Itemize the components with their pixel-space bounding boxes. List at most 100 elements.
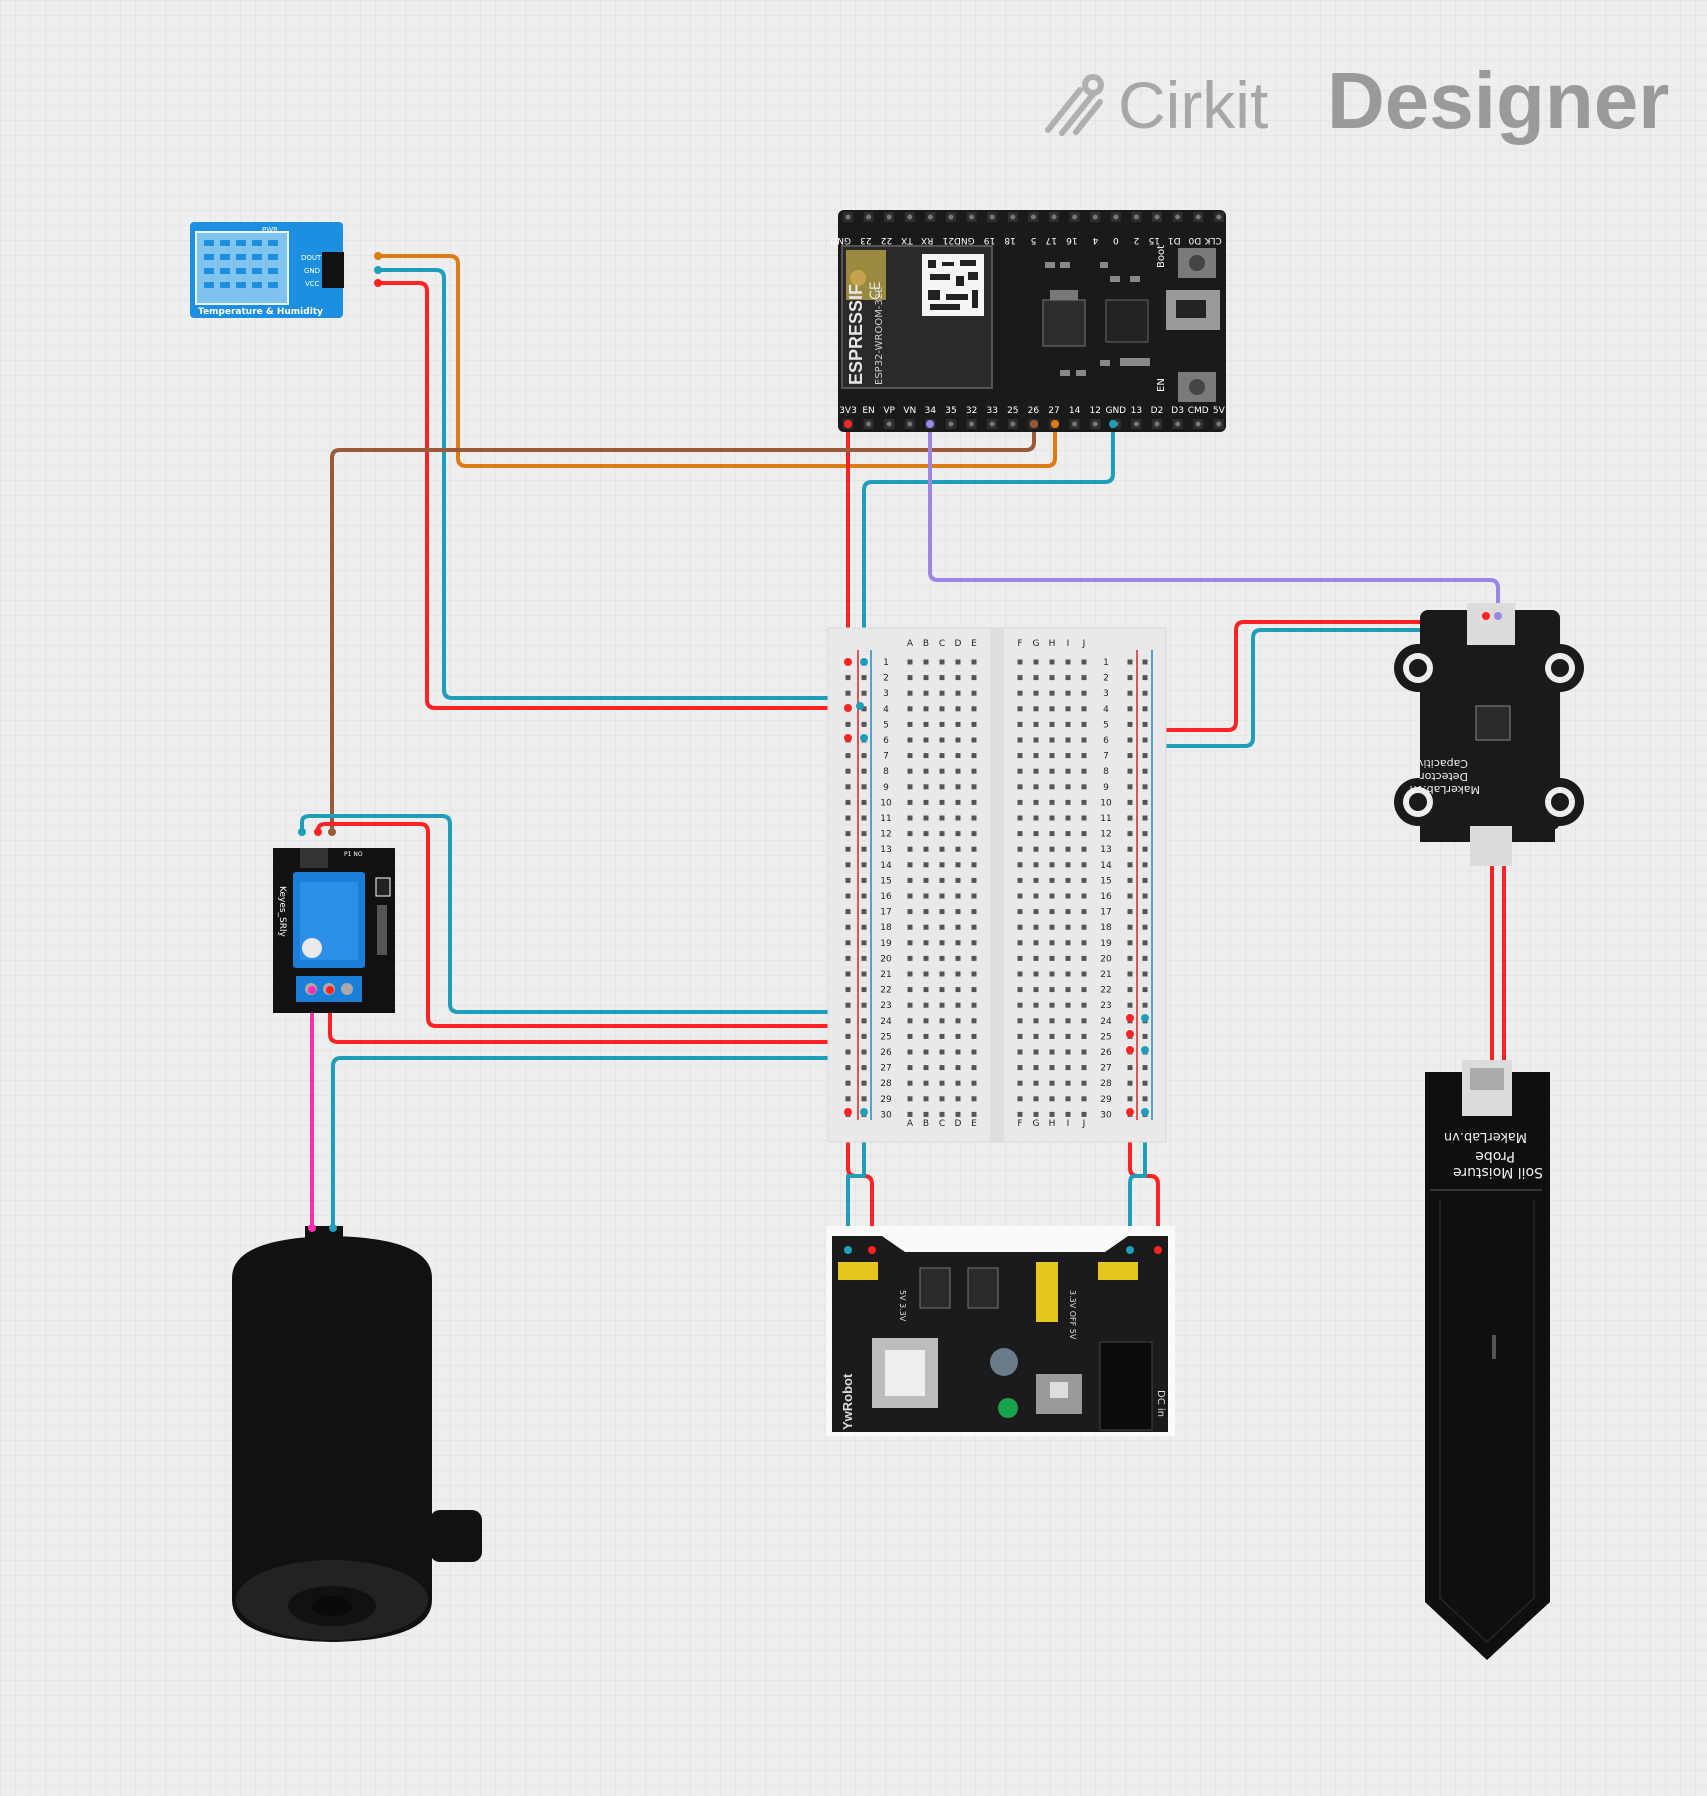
breadboard-hole[interactable] xyxy=(1081,737,1087,743)
breadboard-hole[interactable] xyxy=(955,1111,961,1117)
breadboard-hole[interactable] xyxy=(845,690,851,696)
breadboard-hole[interactable] xyxy=(1142,815,1148,821)
breadboard-hole[interactable] xyxy=(923,706,929,712)
breadboard-hole[interactable] xyxy=(923,1111,929,1117)
breadboard-hole[interactable] xyxy=(923,831,929,837)
breadboard-hole[interactable] xyxy=(1127,909,1133,915)
breadboard-hole[interactable] xyxy=(1033,940,1039,946)
breadboard-hole[interactable] xyxy=(923,737,929,743)
breadboard-hole[interactable] xyxy=(971,675,977,681)
breadboard-hole[interactable] xyxy=(1017,768,1023,774)
breadboard-hole[interactable] xyxy=(971,893,977,899)
breadboard-hole[interactable] xyxy=(1049,955,1055,961)
breadboard-hole[interactable] xyxy=(1033,1049,1039,1055)
breadboard-hole[interactable] xyxy=(955,737,961,743)
breadboard-hole[interactable] xyxy=(923,1096,929,1102)
breadboard-hole[interactable] xyxy=(939,1018,945,1024)
breadboard-hole[interactable] xyxy=(907,815,913,821)
breadboard-hole[interactable] xyxy=(1142,893,1148,899)
breadboard-hole[interactable] xyxy=(971,846,977,852)
wire-psu-left-blue[interactable] xyxy=(846,1110,866,1252)
breadboard-hole[interactable] xyxy=(861,924,867,930)
breadboard-hole[interactable] xyxy=(1127,893,1133,899)
breadboard-hole[interactable] xyxy=(1065,971,1071,977)
breadboard-hole[interactable] xyxy=(1127,799,1133,805)
breadboard-hole[interactable] xyxy=(1127,877,1133,883)
breadboard-hole[interactable] xyxy=(1033,737,1039,743)
breadboard-hole[interactable] xyxy=(939,846,945,852)
breadboard-hole[interactable] xyxy=(1049,659,1055,665)
breadboard-hole[interactable] xyxy=(1017,1111,1023,1117)
breadboard-hole[interactable] xyxy=(1033,924,1039,930)
breadboard-hole[interactable] xyxy=(955,955,961,961)
breadboard-hole[interactable] xyxy=(861,799,867,805)
breadboard-hole[interactable] xyxy=(907,706,913,712)
breadboard-hole[interactable] xyxy=(907,737,913,743)
breadboard-hole[interactable] xyxy=(861,1096,867,1102)
breadboard-hole[interactable] xyxy=(1049,831,1055,837)
breadboard-hole[interactable] xyxy=(939,768,945,774)
breadboard-hole[interactable] xyxy=(845,784,851,790)
breadboard-hole[interactable] xyxy=(1065,721,1071,727)
breadboard-hole[interactable] xyxy=(1081,1033,1087,1039)
breadboard-hole[interactable] xyxy=(1033,1096,1039,1102)
breadboard-hole[interactable] xyxy=(971,924,977,930)
breadboard-hole[interactable] xyxy=(1049,1080,1055,1086)
breadboard-hole[interactable] xyxy=(939,1096,945,1102)
breadboard-hole[interactable] xyxy=(1049,753,1055,759)
breadboard-hole[interactable] xyxy=(1127,940,1133,946)
breadboard-hole[interactable] xyxy=(907,909,913,915)
breadboard-hole[interactable] xyxy=(1049,675,1055,681)
breadboard-hole[interactable] xyxy=(907,831,913,837)
breadboard-hole[interactable] xyxy=(845,1002,851,1008)
breadboard-hole[interactable] xyxy=(955,1018,961,1024)
breadboard-hole[interactable] xyxy=(1049,862,1055,868)
breadboard-hole[interactable] xyxy=(1017,862,1023,868)
breadboard-hole[interactable] xyxy=(1142,1096,1148,1102)
wire-dht-gnd[interactable] xyxy=(376,268,862,708)
wire-pump-gnd[interactable] xyxy=(331,1048,1147,1230)
breadboard-hole[interactable] xyxy=(955,690,961,696)
breadboard-hole[interactable] xyxy=(1017,675,1023,681)
esp32-pin-34-dot[interactable] xyxy=(926,420,934,428)
breadboard-hole[interactable] xyxy=(1142,737,1148,743)
breadboard-hole[interactable] xyxy=(907,1049,913,1055)
breadboard-hole[interactable] xyxy=(1127,971,1133,977)
breadboard-hole[interactable] xyxy=(1127,924,1133,930)
breadboard-power-module[interactable]: YwRobot DC in 5V 3.3V 3.3V OFF 5V xyxy=(826,1226,1175,1436)
breadboard-hole[interactable] xyxy=(1065,940,1071,946)
breadboard-hole[interactable] xyxy=(845,846,851,852)
breadboard-hole[interactable] xyxy=(1127,784,1133,790)
breadboard-hole[interactable] xyxy=(861,955,867,961)
breadboard-hole[interactable] xyxy=(1081,831,1087,837)
breadboard-hole[interactable] xyxy=(1017,1002,1023,1008)
breadboard-hole[interactable] xyxy=(1017,971,1023,977)
breadboard-hole[interactable] xyxy=(1049,924,1055,930)
breadboard-hole[interactable] xyxy=(971,1096,977,1102)
breadboard-hole[interactable] xyxy=(1033,799,1039,805)
breadboard-hole[interactable] xyxy=(907,1002,913,1008)
breadboard-hole[interactable] xyxy=(971,753,977,759)
breadboard-hole[interactable] xyxy=(1081,768,1087,774)
breadboard-hole[interactable] xyxy=(1142,784,1148,790)
breadboard-hole[interactable] xyxy=(845,815,851,821)
breadboard-hole[interactable] xyxy=(861,877,867,883)
breadboard-hole[interactable] xyxy=(1127,831,1133,837)
breadboard-hole[interactable] xyxy=(971,1111,977,1117)
breadboard-hole[interactable] xyxy=(955,1033,961,1039)
breadboard-hole[interactable] xyxy=(971,1002,977,1008)
breadboard-hole[interactable] xyxy=(939,721,945,727)
breadboard-hole[interactable] xyxy=(971,1080,977,1086)
breadboard-hole[interactable] xyxy=(1033,1111,1039,1117)
breadboard-hole[interactable] xyxy=(1033,955,1039,961)
breadboard-hole[interactable] xyxy=(1017,1065,1023,1071)
breadboard-hole[interactable] xyxy=(1033,706,1039,712)
breadboard-hole[interactable] xyxy=(1049,1065,1055,1071)
breadboard-hole[interactable] xyxy=(845,675,851,681)
breadboard-hole[interactable] xyxy=(1127,753,1133,759)
breadboard-hole[interactable] xyxy=(939,815,945,821)
breadboard-hole[interactable] xyxy=(1065,815,1071,821)
breadboard-hole[interactable] xyxy=(907,753,913,759)
wire-moisture-signal[interactable] xyxy=(928,422,1500,618)
breadboard-hole[interactable] xyxy=(939,784,945,790)
